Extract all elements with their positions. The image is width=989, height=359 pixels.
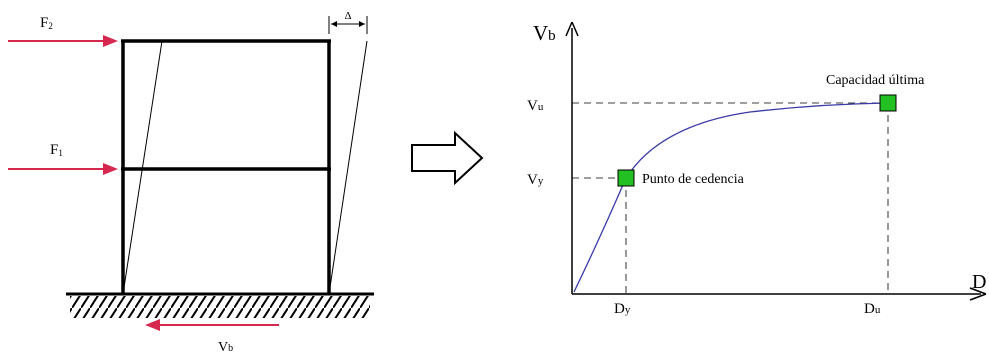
capacity-curve — [573, 102, 889, 293]
drift-dimension: Δ — [328, 10, 368, 34]
force-label-top: F2 — [40, 15, 53, 31]
ground-hatch — [70, 296, 370, 318]
ultimate-point-marker — [879, 94, 897, 112]
deformed-right-column — [328, 40, 368, 295]
capacity-curve-graph: Vb D Vu Vy Dy Du Punto de cedencia Capac… — [527, 21, 986, 317]
base-shear-arrow — [145, 319, 279, 331]
x-axis-label: D — [972, 271, 986, 293]
vy-label: Vy — [527, 172, 544, 188]
transition-arrow-icon — [411, 130, 484, 186]
drift-label: Δ — [344, 10, 351, 22]
y-axis-arrowhead — [565, 21, 579, 37]
du-label: Du — [864, 301, 881, 317]
force-arrow-top — [8, 35, 118, 47]
y-axis-label: Vb — [533, 21, 556, 45]
yield-point-marker — [617, 169, 635, 187]
ultimate-capacity-label: Capacidad última — [826, 73, 925, 88]
base-shear-label: Vb — [218, 340, 233, 355]
yield-point-label: Punto de cedencia — [642, 172, 745, 187]
frame-diagram: Δ F2 F1 Vb — [8, 10, 374, 355]
deformed-left-column — [122, 40, 163, 295]
force-label-middle: F1 — [50, 142, 63, 158]
force-arrow-middle — [8, 163, 118, 175]
x-axis-arrowhead — [969, 287, 987, 301]
guide-lines — [572, 102, 889, 294]
dy-label: Dy — [614, 301, 631, 317]
vu-label: Vu — [527, 98, 544, 114]
